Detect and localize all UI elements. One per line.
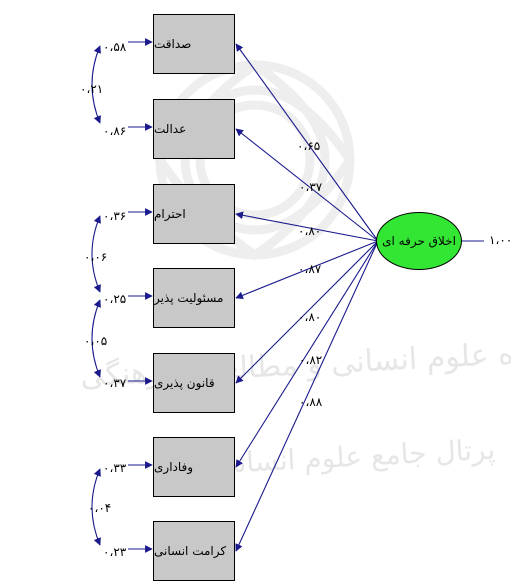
loading-label-justice: ۰،۳۷ — [299, 180, 323, 194]
covariance-arrow-4 — [91, 468, 101, 546]
loading-label-law-abiding: ۰،۸۰ — [298, 310, 322, 324]
indicator-box-respect: احترام — [153, 184, 235, 244]
indicator-label: صداقت — [154, 37, 192, 51]
indicator-label: عدالت — [154, 122, 187, 136]
error-variance-justice: ۰،۸۶ — [103, 124, 127, 138]
covariance-label-4: ۰،۰۴ — [88, 501, 112, 515]
error-variance-law-abiding: ۰،۳۷ — [103, 376, 127, 390]
indicator-box-human-dignity: کرامت انسانی — [153, 521, 235, 581]
loading-arrow-law-abiding — [235, 240, 379, 384]
latent-label: اخلاق حرفه ای — [382, 234, 456, 248]
indicator-box-justice: عدالت — [153, 99, 235, 159]
loading-label-loyalty: ۰،۸۲ — [299, 353, 323, 367]
indicator-label: وفاداری — [154, 460, 194, 474]
covariance-label-3: ۰،۰۵ — [84, 334, 108, 348]
indicator-label: احترام — [154, 207, 186, 221]
error-variance-human-dignity: ۰،۲۳ — [103, 545, 127, 559]
covariance-arrow-3 — [91, 299, 101, 378]
error-variance-respect: ۰،۳۶ — [103, 209, 127, 223]
latent-variable-professional-ethics: اخلاق حرفه ای — [376, 212, 462, 270]
indicator-box-law-abiding: قانون پذیری — [153, 353, 235, 413]
covariance-label-1: ۰،۲۱ — [80, 82, 104, 96]
covariance-arrow-2 — [91, 215, 101, 293]
error-variance-honesty: ۰،۵۸ — [103, 40, 127, 54]
covariance-arrow-1 — [91, 45, 101, 124]
indicator-label: کرامت انسانی — [154, 544, 227, 558]
indicator-box-responsibility: مسئولیت پذیر — [153, 268, 235, 328]
covariance-label-2: ۰،۰۶ — [84, 250, 108, 264]
loading-arrow-loyalty — [235, 240, 379, 468]
error-variance-responsibility: ۰،۲۵ — [103, 292, 127, 306]
loading-label-honesty: ۰،۶۵ — [297, 139, 321, 153]
loading-label-human-dignity: ۰،۸۸ — [299, 395, 323, 409]
loading-arrow-responsibility — [235, 240, 379, 299]
loading-arrow-honesty — [235, 43, 379, 242]
latent-variance-value: ۱،۰۰ — [489, 233, 511, 247]
loading-arrow-justice — [235, 128, 379, 242]
indicator-box-honesty: صداقت — [153, 14, 235, 74]
indicator-label: قانون پذیری — [154, 376, 215, 390]
loading-arrow-respect — [235, 211, 379, 242]
loading-label-responsibility: ۰،۸۷ — [298, 262, 322, 276]
indicator-label: مسئولیت پذیر — [154, 291, 224, 305]
loading-label-respect: ۰،۸۰ — [298, 224, 322, 238]
indicator-box-loyalty: وفاداری — [153, 437, 235, 497]
error-variance-loyalty: ۰،۳۳ — [103, 461, 127, 475]
loading-arrow-human-dignity — [235, 240, 379, 552]
